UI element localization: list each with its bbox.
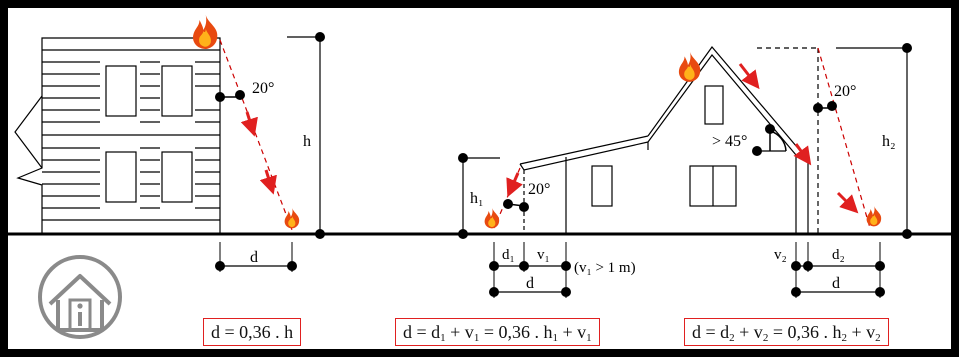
left-height-dimension: h bbox=[287, 32, 325, 239]
formula-sub: 1 bbox=[586, 332, 592, 344]
dim-label-d-left: d bbox=[250, 249, 258, 266]
formula-sub: 2 bbox=[841, 332, 847, 344]
formula-part: + v bbox=[445, 322, 474, 342]
height-label-h1: h₁ bbox=[470, 190, 484, 207]
formula-sub: 2 bbox=[762, 332, 769, 344]
fire-icon bbox=[193, 15, 218, 49]
formula-part: + v bbox=[846, 322, 876, 342]
formula-part: d = d bbox=[692, 322, 730, 342]
dim-label-d2: d₂ bbox=[832, 247, 845, 263]
fire-icon bbox=[678, 52, 701, 82]
dim-note-v1: (v₁ > 1 m) bbox=[574, 260, 636, 276]
angle-point bbox=[235, 90, 245, 100]
formula-box-left: d = 0,36 . h bbox=[203, 318, 302, 346]
formula-part: = 0,36 . h bbox=[479, 322, 553, 342]
formula-box-middle: d = d1 + v1 = 0,36 . h1 + v1 bbox=[395, 318, 600, 346]
house-info-icon bbox=[38, 255, 122, 339]
right-spread: > 45° 20° bbox=[712, 47, 871, 234]
right-height-dimension: h₂ bbox=[836, 43, 912, 239]
formula-sub: 2 bbox=[875, 332, 881, 344]
formula-text: d = 0,36 . h bbox=[211, 322, 294, 342]
dim-label-d1: d₁ bbox=[502, 247, 515, 263]
formula-part: + v bbox=[734, 322, 763, 342]
angle-label-middle: 20° bbox=[528, 181, 550, 198]
angle-label-right: 20° bbox=[834, 83, 856, 100]
left-spread: 20° bbox=[215, 39, 293, 231]
house bbox=[519, 46, 809, 234]
formula-part: + v bbox=[557, 322, 587, 342]
fire-icon bbox=[284, 208, 300, 229]
fire-icon bbox=[866, 206, 882, 227]
angle-point bbox=[215, 92, 225, 102]
formula-part: = 0,36 . h bbox=[768, 322, 842, 342]
dim-label-d-right: d bbox=[832, 275, 840, 292]
dim-label-d-mid: d bbox=[526, 275, 534, 292]
middle-dimensions: d₁ v₁ (v₁ > 1 m) d bbox=[489, 242, 636, 298]
white-panel bbox=[8, 8, 951, 349]
left-building bbox=[14, 37, 221, 234]
formula-part: d = d bbox=[403, 322, 441, 342]
dim-label-v1: v₁ bbox=[537, 247, 550, 263]
dim-label-v2: v₂ bbox=[774, 247, 787, 263]
angle-label-roof: > 45° bbox=[712, 133, 747, 150]
height-label-h: h bbox=[303, 133, 311, 150]
formula-sub: 1 bbox=[473, 332, 480, 344]
left-d-dimension: d bbox=[215, 242, 297, 272]
fire-icon bbox=[484, 208, 500, 229]
formula-sub: 2 bbox=[729, 332, 735, 344]
formula-sub: 1 bbox=[552, 332, 558, 344]
formula-box-right: d = d2 + v2 = 0,36 . h2 + v2 bbox=[684, 318, 889, 346]
formula-sub: 1 bbox=[440, 332, 446, 344]
height-label-h2: h₂ bbox=[882, 133, 896, 150]
right-dimensions: v₂ d₂ d bbox=[774, 242, 885, 298]
angle-label-left: 20° bbox=[252, 80, 274, 97]
